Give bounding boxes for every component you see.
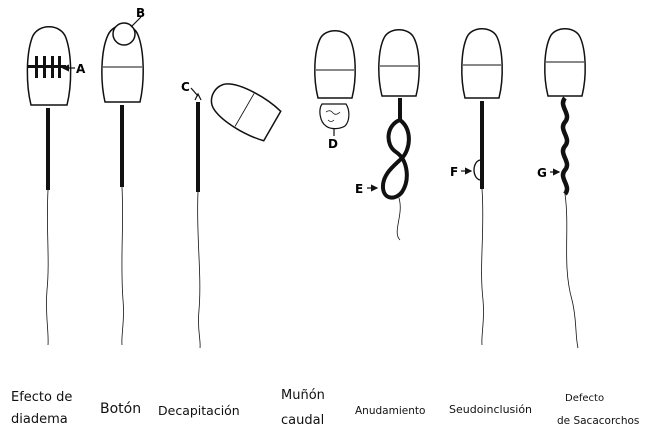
sperm-tail xyxy=(482,189,484,345)
marker-arrow-c xyxy=(191,88,198,96)
sperm-head-detached xyxy=(204,75,283,144)
sperm-head xyxy=(315,31,355,98)
pseudo-inclusion xyxy=(474,160,480,180)
caption-anudamiento: Anudamiento xyxy=(355,405,425,417)
caption-boton: Botón xyxy=(100,401,141,417)
sperm-munon: D xyxy=(315,31,355,151)
sperm-tail xyxy=(198,192,201,348)
caption-sacacorchos-line2: de Sacacorchos xyxy=(557,415,639,427)
broken-neck xyxy=(195,94,201,100)
sperm-midpiece xyxy=(398,98,402,120)
corkscrew-midpiece xyxy=(563,98,567,194)
sperm-diadema: A xyxy=(27,27,86,345)
caption-diadema-line1: Efecto de xyxy=(11,390,72,405)
sperm-midpiece xyxy=(46,108,50,190)
sperm-midpiece xyxy=(120,105,124,187)
marker-label-d: D xyxy=(328,137,338,151)
sperm-tail xyxy=(122,187,124,345)
marker-label-e: E xyxy=(355,182,363,196)
sperm-head xyxy=(462,29,502,98)
sperm-decapitacion: C xyxy=(181,75,282,348)
caption-munon-line2: caudal xyxy=(281,413,324,428)
marker-label-c: C xyxy=(181,80,190,94)
sperm-tail xyxy=(565,194,578,348)
marker-label-a: A xyxy=(76,62,86,76)
sperm-anudamiento: E xyxy=(355,30,419,240)
sperm-head xyxy=(379,30,419,96)
marker-label-g: G xyxy=(537,166,547,180)
sperm-midpiece xyxy=(196,102,200,192)
sperm-tail xyxy=(46,190,48,345)
sperm-boton: B xyxy=(102,6,145,345)
caption-seudoinclusion: Seudoinclusión xyxy=(449,403,532,416)
caption-munon-line1: Muñón xyxy=(281,388,325,403)
caption-decapitacion: Decapitación xyxy=(158,403,240,418)
captions: Efecto de diadema Botón Decapitación Muñ… xyxy=(11,388,639,428)
tail-knot xyxy=(383,120,409,198)
sperm-seudoinclusion: F xyxy=(450,29,502,345)
caption-sacacorchos-line1: Defecto xyxy=(565,393,604,404)
tail-stump xyxy=(320,104,349,129)
sperm-tail xyxy=(397,198,400,240)
marker-label-b: B xyxy=(136,6,145,20)
marker-label-f: F xyxy=(450,165,458,179)
caption-diadema-line2: diadema xyxy=(11,412,68,427)
sperm-midpiece xyxy=(480,101,484,189)
sperm-sacacorchos: G xyxy=(537,29,585,348)
